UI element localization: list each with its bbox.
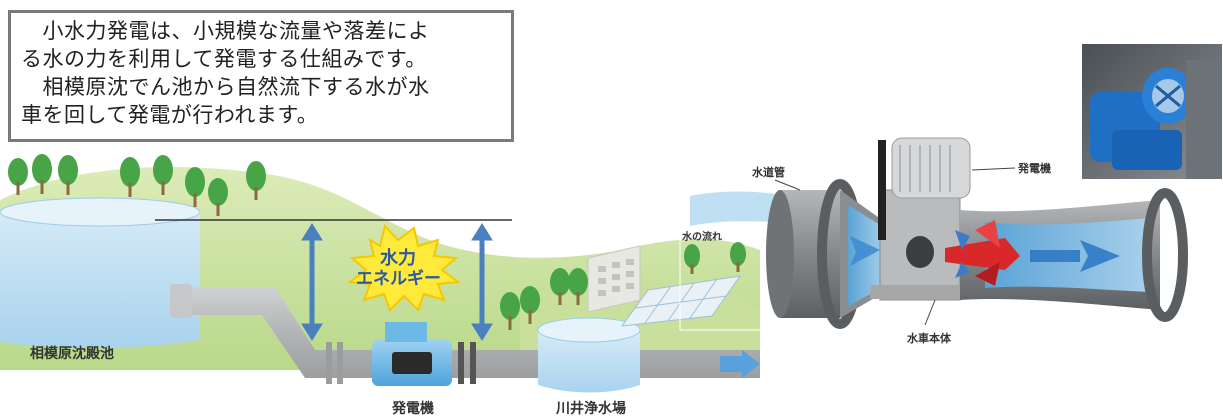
description-line-4: 車を回して発電が行われます。 [21,103,319,127]
description-line-1: 小水力発電は、小規模な流量や落差によ [21,19,430,43]
penstock-label: 水道管 [752,166,785,179]
description-line-2: る水の力を利用して発電する仕組みです。 [21,47,427,71]
description-line-3: 相模原沈でん池から自然流下する水が水 [21,75,430,99]
water-flow-label: 水の流れ [682,232,722,243]
turbine-generator-label: 発電機 [1018,162,1051,175]
description-box: 小水力発電は、小規模な流量や落差によ る水の力を利用して発電する仕組みです。 相… [8,10,514,142]
generator-label: 発電機 [392,401,434,417]
energy-burst-line-1: 水力 [380,248,416,269]
sedimentation-pond-label: 相模原沈殿池 [30,346,114,362]
turbine-body-label: 水車本体 [907,332,951,345]
water-plant-label: 川井浄水場 [556,401,626,417]
energy-burst-line-2: エネルギー [356,269,441,289]
